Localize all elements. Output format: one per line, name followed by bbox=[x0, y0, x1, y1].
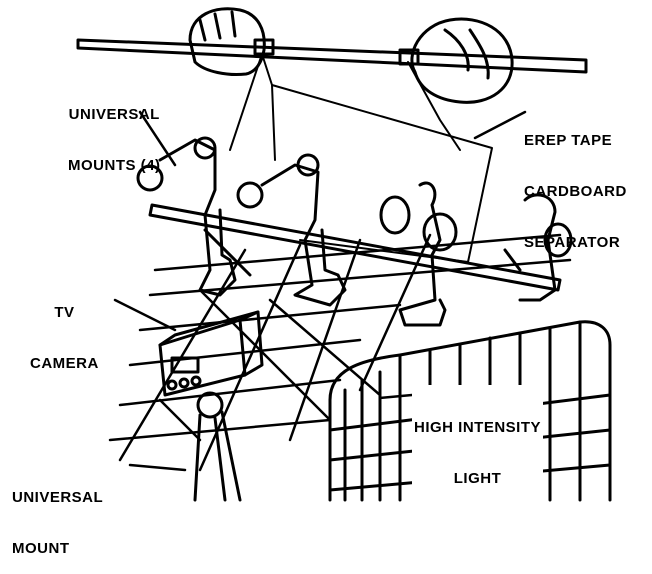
label-erep-separator: EREP TAPE CARDBOARD SEPARATOR bbox=[524, 98, 627, 268]
label-high-intensity-light: HIGH INTENSITY LIGHT bbox=[412, 385, 544, 504]
separator bbox=[229, 53, 493, 263]
tv-camera bbox=[158, 310, 264, 397]
label-universal-mount: UNIVERSAL MOUNT bbox=[12, 455, 103, 574]
diagram: UNIVERSAL MOUNTS (4) EREP TAPE CARDBOARD… bbox=[12, 7, 627, 557]
label-universal-mount-line2: MOUNT bbox=[12, 540, 70, 557]
universal-mount-3 bbox=[379, 181, 458, 327]
label-high-intensity-light-line2: LIGHT bbox=[453, 470, 502, 487]
label-universal-mounts: UNIVERSAL MOUNTS (4) bbox=[68, 72, 161, 191]
universal-mount-1 bbox=[136, 136, 252, 297]
label-erep-separator-line2: CARDBOARD bbox=[524, 183, 627, 200]
label-universal-mount-line1: UNIVERSAL bbox=[12, 489, 104, 506]
universal-mount-4 bbox=[503, 193, 573, 302]
label-tv-camera-line1: TV bbox=[54, 304, 75, 321]
tripod-mount bbox=[193, 391, 242, 502]
mounting-bar bbox=[148, 203, 562, 292]
label-tv-camera-line2: CAMERA bbox=[30, 355, 99, 372]
leader-lines bbox=[113, 110, 527, 472]
label-tv-camera: TV CAMERA bbox=[30, 270, 99, 389]
label-high-intensity-light-line1: HIGH INTENSITY bbox=[414, 419, 542, 436]
label-universal-mounts-line2: MOUNTS (4) bbox=[68, 157, 161, 174]
universal-mount-2 bbox=[236, 153, 347, 307]
label-erep-separator-line3: SEPARATOR bbox=[524, 234, 621, 251]
line-drawing bbox=[76, 7, 612, 502]
label-erep-separator-line1: EREP TAPE bbox=[524, 132, 613, 149]
floor-grid bbox=[108, 233, 572, 472]
label-universal-mounts-line1: UNIVERSAL bbox=[68, 106, 160, 123]
